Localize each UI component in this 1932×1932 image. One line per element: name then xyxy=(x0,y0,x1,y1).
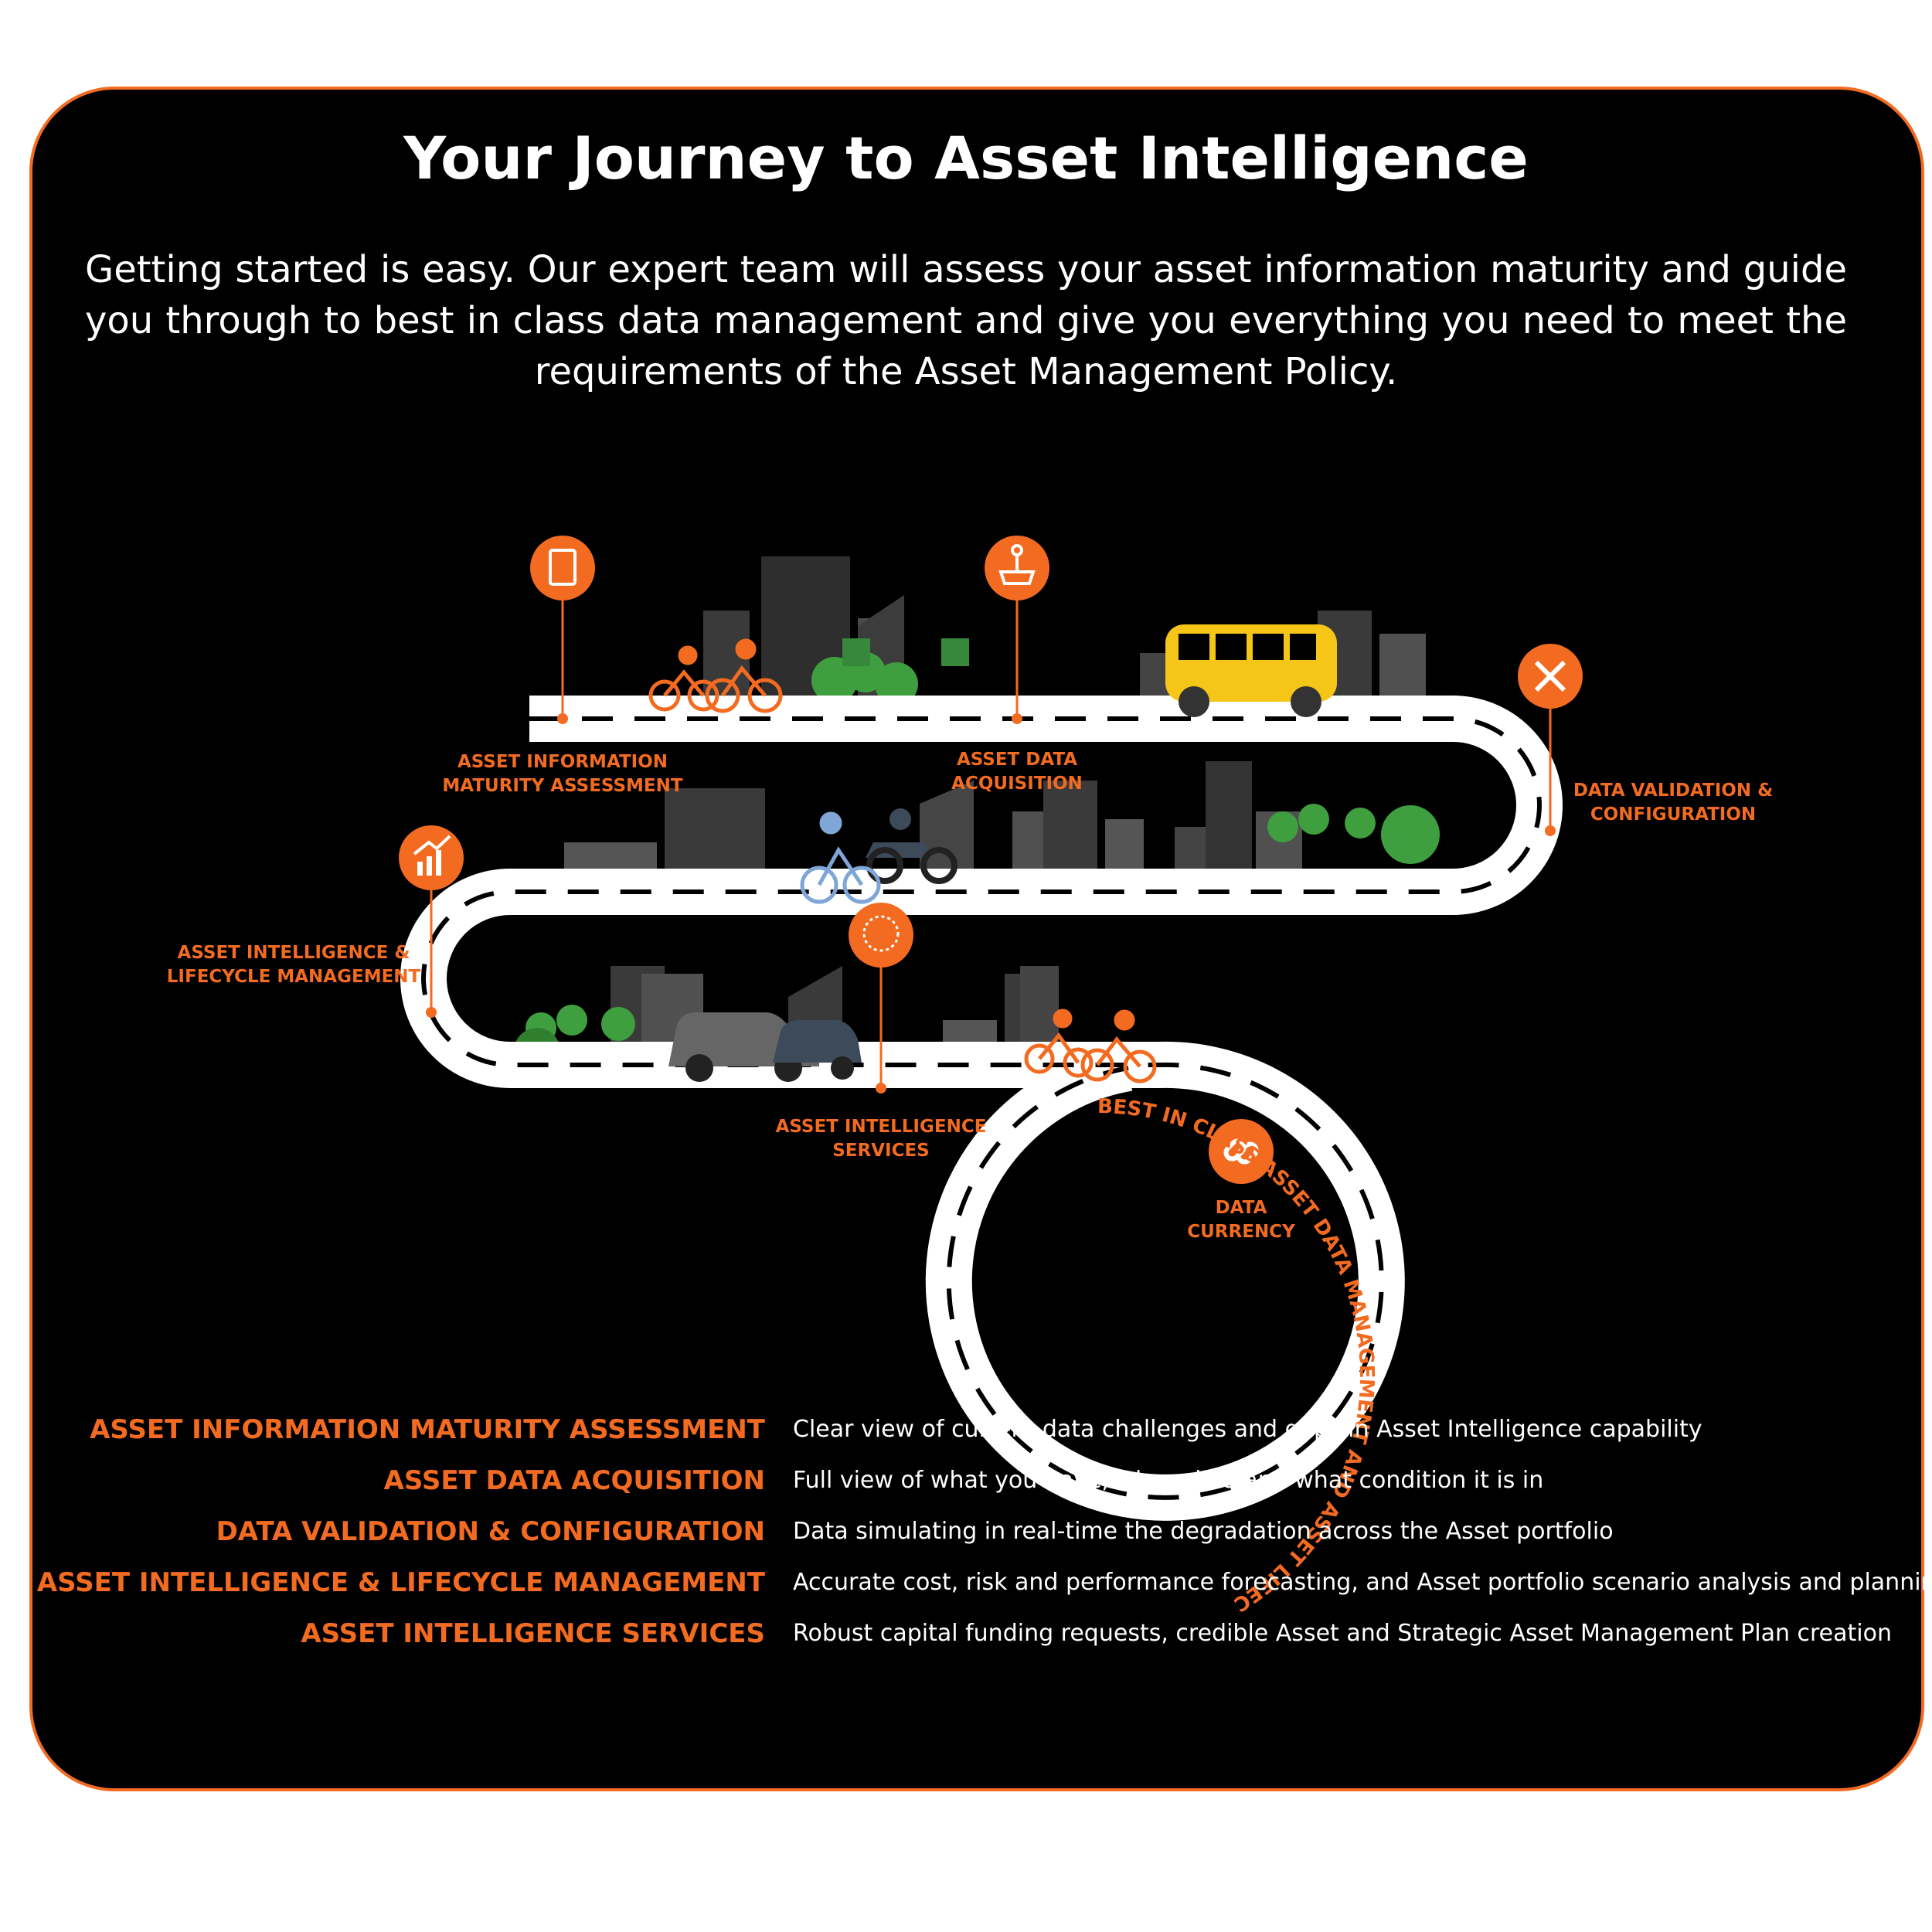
page-title: Your Journey to Asset Intelligence xyxy=(403,124,1529,192)
stage-label: CONFIGURATION xyxy=(1590,804,1756,825)
stage-label: ACQUISITION xyxy=(951,774,1083,794)
stage-marker[interactable]: ASSET INTELLIGENCE & LIFECYCLE MANAGEMEN… xyxy=(167,825,464,1018)
brain-icon xyxy=(862,915,900,952)
data-currency-hub[interactable]: DATA CURRENCY xyxy=(1187,1119,1295,1242)
stage-label: LIFECYCLE MANAGEMENT xyxy=(167,967,421,987)
stage-marker[interactable]: ASSET DATA ACQUISITION xyxy=(951,536,1083,794)
legend-name: ASSET DATA ACQUISITION xyxy=(383,1465,765,1496)
center-label: CURRENCY xyxy=(1187,1222,1295,1242)
network-share-icon xyxy=(998,544,1036,585)
chain-link-icon xyxy=(1223,1138,1259,1165)
cyclist xyxy=(800,811,881,904)
stage-label: DATA VALIDATION & xyxy=(1573,781,1773,801)
legend-desc: Clear view of current data challenges an… xyxy=(793,1416,1702,1443)
intro-paragraph: Getting started is easy. Our expert team… xyxy=(85,248,1847,393)
legend-desc: Robust capital funding requests, credibl… xyxy=(793,1620,1892,1647)
journey-card xyxy=(29,87,1924,1791)
stage-label: ASSET INFORMATION xyxy=(457,752,668,772)
legend-name: DATA VALIDATION & CONFIGURATION xyxy=(216,1516,765,1547)
stage-marker[interactable]: DATA VALIDATION & CONFIGURATION xyxy=(1518,644,1773,836)
legend-row: DATA VALIDATION & CONFIGURATION Data sim… xyxy=(0,1516,1932,1567)
stage-label: MATURITY ASSESSMENT xyxy=(442,776,682,796)
motorbike-rider xyxy=(866,808,957,884)
cyclist xyxy=(1024,1009,1157,1083)
legend-row: ASSET INTELLIGENCE & LIFECYCLE MANAGEMEN… xyxy=(0,1567,1932,1618)
legend-row: ASSET DATA ACQUISITION Full view of what… xyxy=(0,1465,1932,1516)
legend-desc: Accurate cost, risk and performance fore… xyxy=(793,1569,1932,1596)
growth-chart-icon xyxy=(413,835,451,876)
stage-label: ASSET DATA xyxy=(957,750,1077,770)
legend-desc: Full view of what you have, where it is … xyxy=(793,1467,1544,1494)
cyclist xyxy=(648,638,783,713)
legend-row: ASSET INTELLIGENCE SERVICES Robust capit… xyxy=(0,1618,1932,1669)
tree-cluster xyxy=(514,638,1440,1074)
stage-label: SERVICES xyxy=(832,1141,930,1161)
legend-desc: Data simulating in real-time the degrada… xyxy=(793,1518,1614,1545)
stage-marker[interactable]: ASSET INTELLIGENCE SERVICES xyxy=(776,903,987,1161)
legend-name: ASSET INFORMATION MATURITY ASSESSMENT xyxy=(90,1414,765,1445)
stage-label: ASSET INTELLIGENCE & xyxy=(178,943,410,963)
document-icon xyxy=(549,549,577,586)
winding-road xyxy=(400,696,1563,1521)
legend-row: ASSET INFORMATION MATURITY ASSESSMENT Cl… xyxy=(0,1414,1932,1465)
stage-marker[interactable]: ASSET INFORMATION MATURITY ASSESSMENT xyxy=(442,536,683,796)
wrench-screwdriver-icon xyxy=(1534,660,1566,692)
bus xyxy=(1165,624,1337,717)
center-label: DATA xyxy=(1216,1198,1267,1218)
car xyxy=(668,1012,862,1082)
legend-name: ASSET INTELLIGENCE & LIFECYCLE MANAGEMEN… xyxy=(36,1567,765,1598)
legend-name: ASSET INTELLIGENCE SERVICES xyxy=(301,1618,765,1649)
stage-label: ASSET INTELLIGENCE xyxy=(776,1117,987,1137)
